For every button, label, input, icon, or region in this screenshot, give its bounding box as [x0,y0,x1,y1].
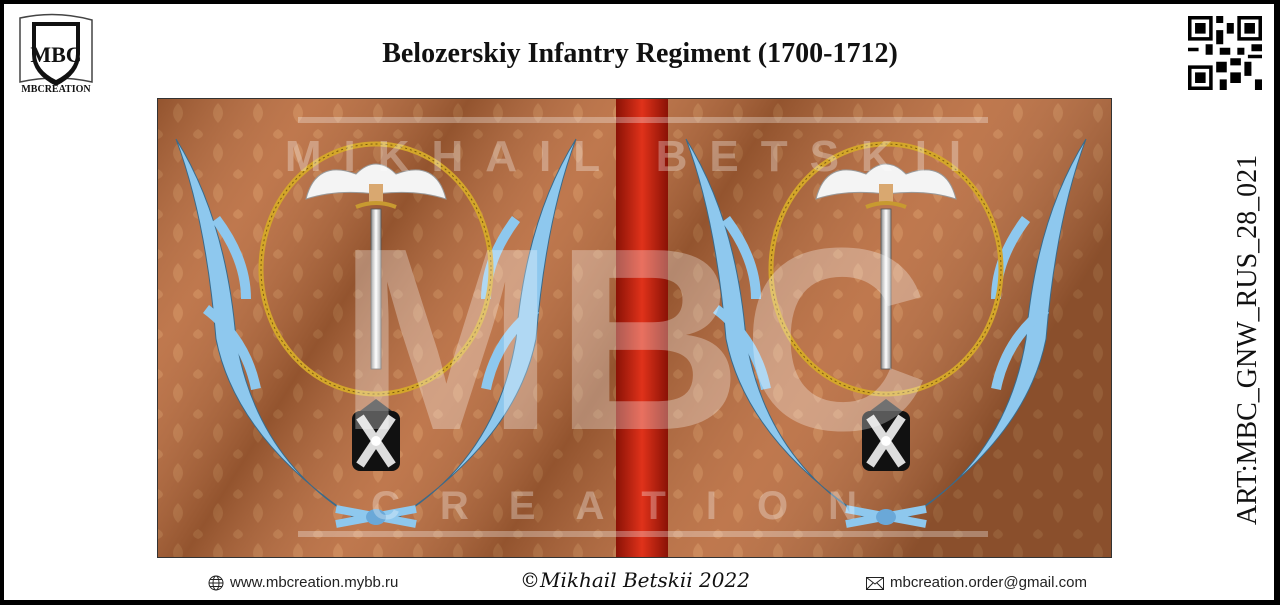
regimental-flag: MIKHAIL BETSKII MBC CREATION [157,98,1112,558]
watermark-bottom-text: CREATION [371,484,897,528]
article-number: ART:MBC_GNW_RUS_28_021 [1232,154,1263,526]
website-link[interactable]: www.mbcreation.mybb.ru [230,574,399,591]
watermark-monogram: MBC [338,195,930,485]
mbc-logo: MBC [19,13,93,86]
copyright-signature: ©Mikhail Betskii 2022 [520,568,750,592]
logo-text: MBCREATION [21,84,91,95]
watermark: MIKHAIL BETSKII MBC CREATION [285,117,988,537]
envelope-icon [866,577,884,590]
watermark-top-text: MIKHAIL BETSKII [285,132,983,181]
svg-text:MBC: MBC [30,42,81,67]
globe-icon [208,575,224,591]
page-title: Belozerskiy Infantry Regiment (1700-1712… [382,38,898,69]
email-link[interactable]: mbcreation.order@gmail.com [890,574,1087,591]
qr-code [1188,16,1262,90]
